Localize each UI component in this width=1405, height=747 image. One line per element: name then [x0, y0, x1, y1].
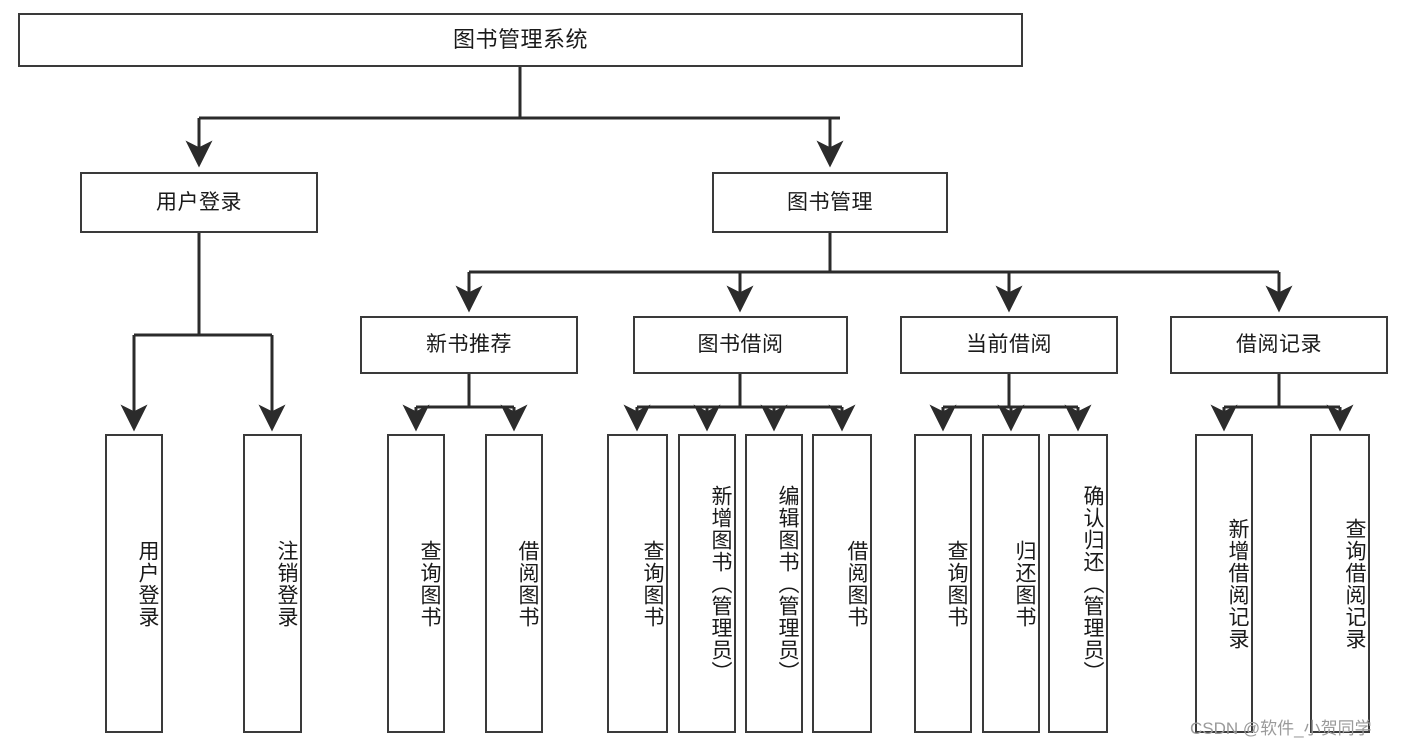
node-label: 查询图书: [641, 539, 664, 628]
node-user-login[interactable]: 用户登录: [80, 172, 318, 233]
node-leaf-query-book-1[interactable]: 查询图书: [387, 434, 445, 733]
node-leaf-query-book-2[interactable]: 查询图书: [607, 434, 668, 733]
node-root-book-management-system[interactable]: 图书管理系统: [18, 13, 1023, 67]
node-label: 编辑图书（管理员）: [776, 484, 799, 683]
node-label: 确认归还（管理员）: [1081, 484, 1104, 683]
node-book-management[interactable]: 图书管理: [712, 172, 948, 233]
node-label: 用户登录: [136, 539, 159, 628]
node-leaf-borrow-book-2[interactable]: 借阅图书: [812, 434, 872, 733]
node-leaf-query-book-3[interactable]: 查询图书: [914, 434, 972, 733]
node-label: 当前借阅: [966, 333, 1052, 357]
node-label: 归还图书: [1013, 539, 1036, 628]
node-label: 查询图书: [945, 539, 968, 628]
node-label: 查询借阅记录: [1343, 517, 1366, 650]
node-leaf-add-record[interactable]: 新增借阅记录: [1195, 434, 1253, 733]
node-label: 图书管理: [787, 190, 873, 214]
node-book-borrow[interactable]: 图书借阅: [633, 316, 848, 374]
node-leaf-confirm-return[interactable]: 确认归还（管理员）: [1048, 434, 1108, 733]
node-label: 用户登录: [156, 190, 242, 214]
node-leaf-query-record[interactable]: 查询借阅记录: [1310, 434, 1370, 733]
node-label: 借阅记录: [1236, 333, 1322, 357]
node-leaf-return-book[interactable]: 归还图书: [982, 434, 1040, 733]
node-new-book-recommend[interactable]: 新书推荐: [360, 316, 578, 374]
node-label: 查询图书: [418, 539, 441, 628]
node-label: 注销登录: [275, 539, 298, 628]
node-current-borrow[interactable]: 当前借阅: [900, 316, 1118, 374]
node-label: 新书推荐: [426, 333, 512, 357]
csdn-watermark: CSDN @软件_小贺同学: [1190, 719, 1372, 738]
node-label: 新增借阅记录: [1226, 517, 1249, 650]
node-leaf-user-login[interactable]: 用户登录: [105, 434, 163, 733]
node-label: 借阅图书: [845, 539, 868, 628]
node-leaf-logout[interactable]: 注销登录: [243, 434, 302, 733]
node-label: 新增图书（管理员）: [709, 484, 732, 683]
node-label: 图书管理系统: [452, 26, 588, 52]
node-leaf-add-book[interactable]: 新增图书（管理员）: [678, 434, 736, 733]
node-label: 借阅图书: [516, 539, 539, 628]
node-borrow-record[interactable]: 借阅记录: [1170, 316, 1388, 374]
node-label: 图书借阅: [697, 333, 784, 357]
node-leaf-borrow-book-1[interactable]: 借阅图书: [485, 434, 543, 733]
node-leaf-edit-book[interactable]: 编辑图书（管理员）: [745, 434, 803, 733]
